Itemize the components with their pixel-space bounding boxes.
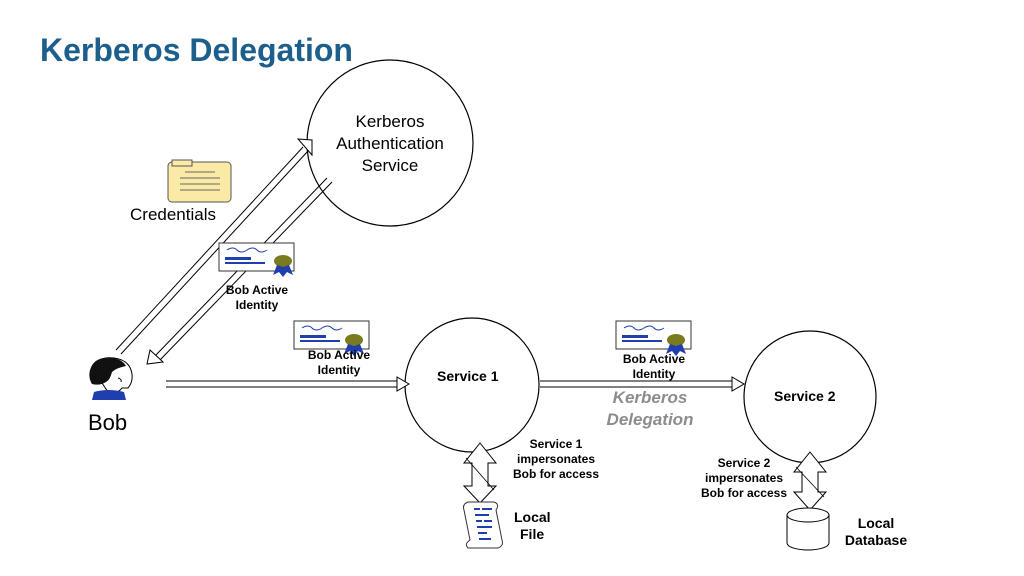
credentials-folder-icon xyxy=(167,159,232,203)
arrow-service1-file xyxy=(462,442,498,504)
arrow-bob-to-auth xyxy=(115,138,313,355)
service1-impersonates-note: Service 1 impersonates Bob for access xyxy=(512,437,600,481)
auth-service-label: Kerberos Authentication Service xyxy=(336,112,444,175)
bob-label: Bob xyxy=(88,410,128,435)
ticket-icon xyxy=(615,320,692,356)
ticket-icon xyxy=(218,242,295,277)
ticket-icon xyxy=(293,320,370,356)
local-database-label: Local Database xyxy=(844,515,908,548)
arrow-service1-to-service2 xyxy=(540,376,745,392)
service1-label: Service 1 xyxy=(437,368,499,384)
file-icon xyxy=(463,501,503,549)
credentials-label: Credentials xyxy=(130,205,216,224)
page-title: Kerberos Delegation xyxy=(40,32,353,68)
local-file-label: Local File xyxy=(514,509,551,542)
service2-label: Service 2 xyxy=(774,388,836,404)
user-icon xyxy=(89,357,133,400)
service1-node xyxy=(404,317,540,453)
database-icon xyxy=(786,507,830,551)
arrow-bob-to-service1 xyxy=(166,376,410,392)
service2-impersonates-note: Service 2 impersonates Bob for access xyxy=(700,456,788,500)
delegation-label: Kerberos Delegation xyxy=(606,388,694,429)
